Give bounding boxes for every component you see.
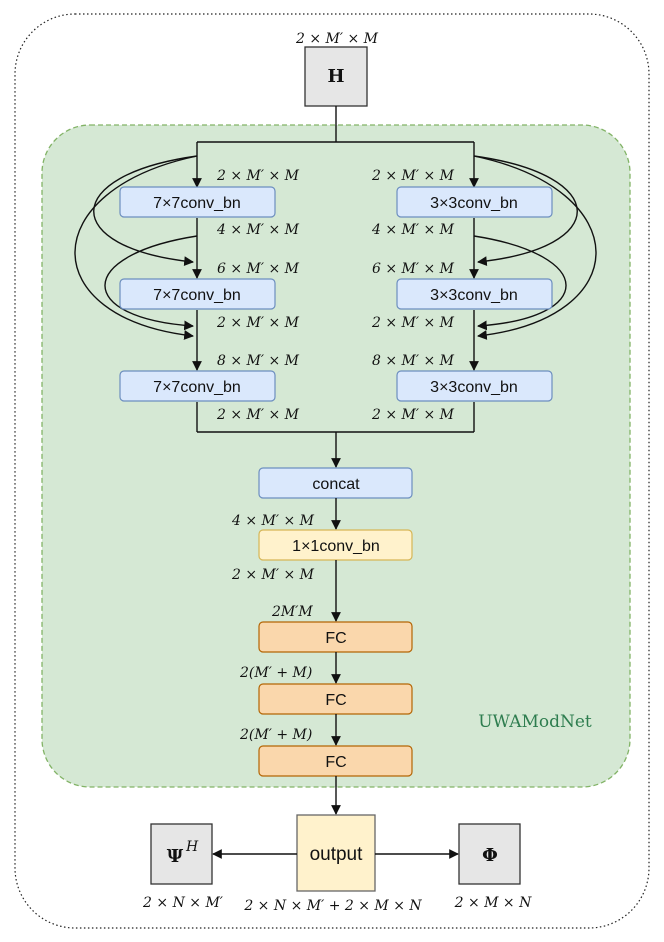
right-conv-block-1 [396, 186, 553, 218]
right-dim-5: 8 × M′ × M [372, 353, 455, 369]
left-conv-block-1 [119, 186, 276, 218]
right-conv-label-1: 3×3conv_bn [430, 195, 518, 212]
fc3-label: FC [325, 754, 346, 771]
psi-superscript: H [185, 839, 199, 855]
fc3-in-dim: 2(M′ + M) [239, 727, 312, 743]
network-label: UWAModNet [478, 712, 592, 732]
left-dim-2: 4 × M′ × M [216, 222, 300, 238]
concat-label: concat [312, 476, 360, 493]
fc1-label: FC [325, 630, 346, 647]
left-conv-label-2: 7×7conv_bn [153, 287, 241, 304]
psi-label: Ψ [167, 846, 184, 867]
phi-block [458, 823, 521, 885]
left-dim-6: 2 × M′ × M [216, 407, 300, 423]
left-conv-label-1: 7×7conv_bn [153, 195, 241, 212]
psi-block [150, 823, 213, 885]
right-dim-3: 6 × M′ × M [372, 261, 455, 277]
left-dim-3: 6 × M′ × M [217, 261, 300, 277]
right-dim-6: 2 × M′ × M [371, 407, 455, 423]
right-dim-2: 4 × M′ × M [371, 222, 455, 238]
left-dim-5: 8 × M′ × M [217, 353, 300, 369]
outer-frame [14, 13, 650, 929]
conv1x1-out-dim: 2 × M′ × M [231, 567, 315, 583]
right-conv-label-3: 3×3conv_bn [430, 379, 518, 396]
input-dim: 2 × M′ × M [295, 31, 379, 47]
left-conv-block-3 [119, 370, 276, 402]
right-dim-1: 2 × M′ × M [371, 168, 455, 184]
psi-dim: 2 × N × M′ [142, 895, 224, 911]
output-dim: 2 × N × M′ + 2 × M × N [243, 898, 422, 914]
fc2-label: FC [325, 692, 346, 709]
phi-label: Φ [482, 845, 498, 866]
right-dim-4: 2 × M′ × M [371, 315, 455, 331]
left-dim-1: 2 × M′ × M [216, 168, 300, 184]
left-conv-block-2 [119, 278, 276, 310]
input-H-label: H [327, 66, 344, 87]
phi-dim: 2 × M × N [454, 895, 533, 911]
fc1-in-dim: 2M′M [271, 604, 313, 620]
left-conv-label-3: 7×7conv_bn [153, 379, 241, 396]
fc2-in-dim: 2(M′ + M) [239, 665, 312, 681]
input-H-block [304, 46, 368, 107]
conv1x1-label: 1×1conv_bn [292, 538, 380, 555]
concat-out-dim: 4 × M′ × M [231, 513, 315, 529]
output-block [296, 814, 376, 892]
right-conv-block-2 [396, 278, 553, 310]
right-conv-label-2: 3×3conv_bn [430, 287, 518, 304]
left-dim-4: 2 × M′ × M [216, 315, 300, 331]
output-label: output [310, 844, 364, 865]
right-conv-block-3 [396, 370, 553, 402]
